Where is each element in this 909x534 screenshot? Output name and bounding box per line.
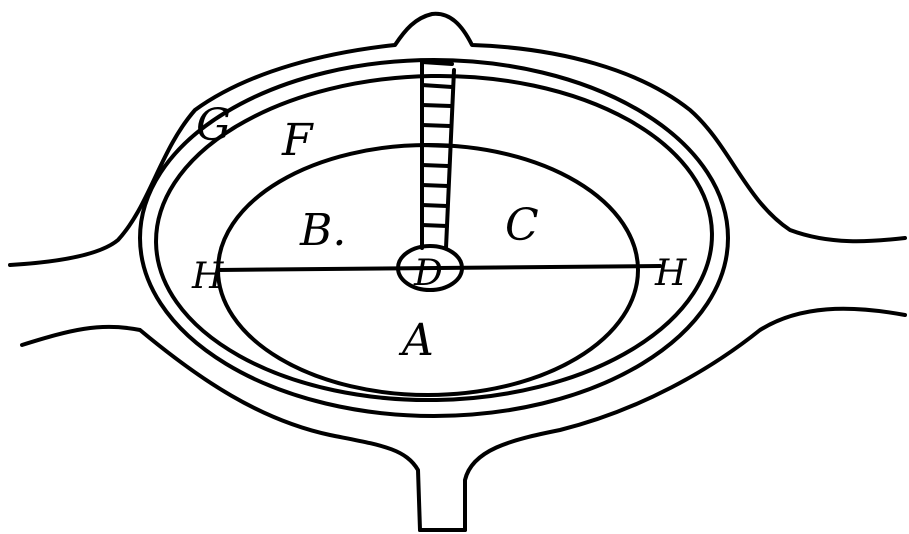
label-c: C [505,200,539,251]
label-h-right: H [654,253,687,294]
label-g: G [196,100,231,151]
label-d: D [413,253,443,294]
outer-upper-outline [10,14,905,265]
label-f: F [281,115,314,166]
label-b: B. [299,205,346,256]
outer-lower-outline [22,309,905,530]
label-h-left: H [191,256,224,297]
label-a: A [398,315,434,366]
ladder-tube [422,62,454,248]
